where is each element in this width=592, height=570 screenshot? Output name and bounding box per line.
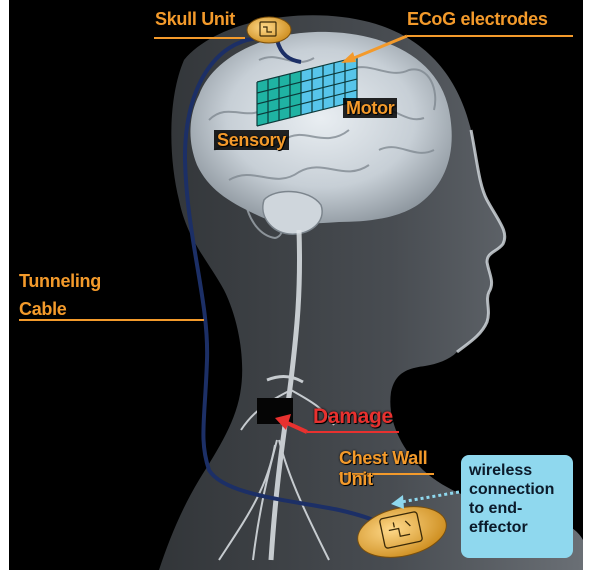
skull-unit-label: Skull Unit [155, 10, 235, 28]
unit-label: Unit [339, 470, 373, 488]
sensory-label: Sensory [214, 130, 289, 150]
diagram-canvas: Skull Unit ECoG electrodes Motor Sensory… [9, 0, 583, 570]
motor-label: Motor [343, 98, 397, 118]
tunneling-label: Tunneling [19, 272, 101, 290]
callout-line: connection [469, 480, 565, 499]
wireless-callout: wireless connection to end- effector [461, 455, 573, 558]
callout-line: wireless [469, 461, 565, 480]
ecog-electrodes-label: ECoG electrodes [407, 10, 548, 28]
callout-line: to end- [469, 499, 565, 518]
callout-line: effector [469, 518, 565, 537]
cable-label: Cable [19, 300, 67, 318]
damage-label: Damage [313, 406, 393, 427]
skull-unit-device [247, 17, 291, 43]
chest-wall-label: Chest Wall [339, 449, 427, 467]
brain [190, 32, 451, 224]
